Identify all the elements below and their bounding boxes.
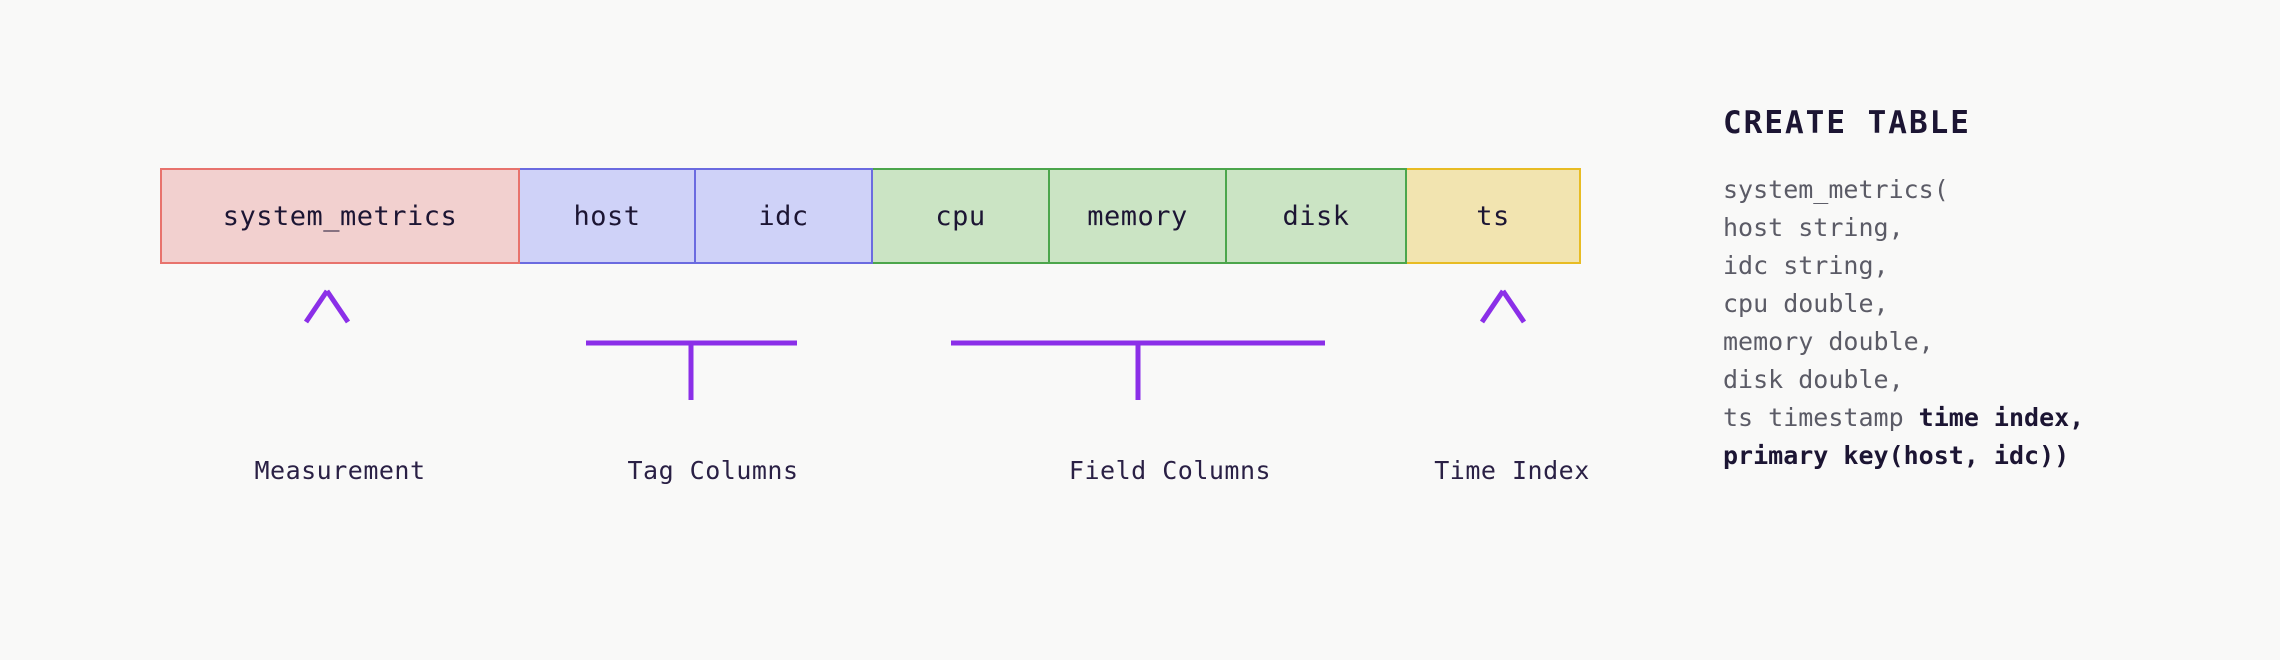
measurement-arrow	[303, 289, 351, 400]
sql-line-memory: memory double,	[1723, 327, 1934, 356]
sql-panel: CREATE TABLE system_metrics( host string…	[1723, 105, 2243, 475]
sql-line-host: host string,	[1723, 213, 1904, 242]
sql-heading: CREATE TABLE	[1723, 105, 1971, 141]
caption-measurement: Measurement	[254, 456, 426, 485]
sql-line-table: system_metrics(	[1723, 175, 1949, 204]
sql-line-ts-prefix: ts timestamp	[1723, 403, 1919, 432]
column-box-ts: ts	[1405, 168, 1581, 264]
sql-keyword-time-index: time index,	[1918, 403, 2085, 432]
sql-body: system_metrics( host string, idc string,…	[1723, 171, 2243, 475]
sql-line-cpu: cpu double,	[1723, 289, 1889, 318]
caption-field-columns: Field Columns	[1068, 456, 1272, 485]
column-label: memory	[1087, 200, 1188, 232]
field-columns-bracket	[950, 297, 1326, 400]
caption-time-index: Time Index	[1434, 456, 1590, 485]
column-box-idc: idc	[694, 168, 873, 264]
sql-line-disk: disk double,	[1723, 365, 1904, 394]
column-label: host	[573, 200, 641, 232]
column-box-system_metrics: system_metrics	[160, 168, 520, 264]
column-box-disk: disk	[1225, 168, 1407, 264]
column-box-memory: memory	[1048, 168, 1227, 264]
sql-keyword-primary-key: primary key(host, idc))	[1723, 441, 2070, 470]
column-label: cpu	[935, 200, 986, 232]
column-label: ts	[1476, 200, 1510, 232]
tag-columns-bracket	[585, 297, 798, 400]
schema-column-strip: system_metrics host idc cpu memory disk …	[160, 168, 1581, 264]
sql-line-idc: idc string,	[1723, 251, 1889, 280]
time-index-arrow	[1479, 289, 1527, 400]
column-label: system_metrics	[222, 200, 458, 232]
column-label: disk	[1282, 200, 1350, 232]
caption-tag-columns: Tag Columns	[627, 456, 799, 485]
column-box-host: host	[518, 168, 696, 264]
column-label: idc	[758, 200, 809, 232]
column-box-cpu: cpu	[871, 168, 1050, 264]
